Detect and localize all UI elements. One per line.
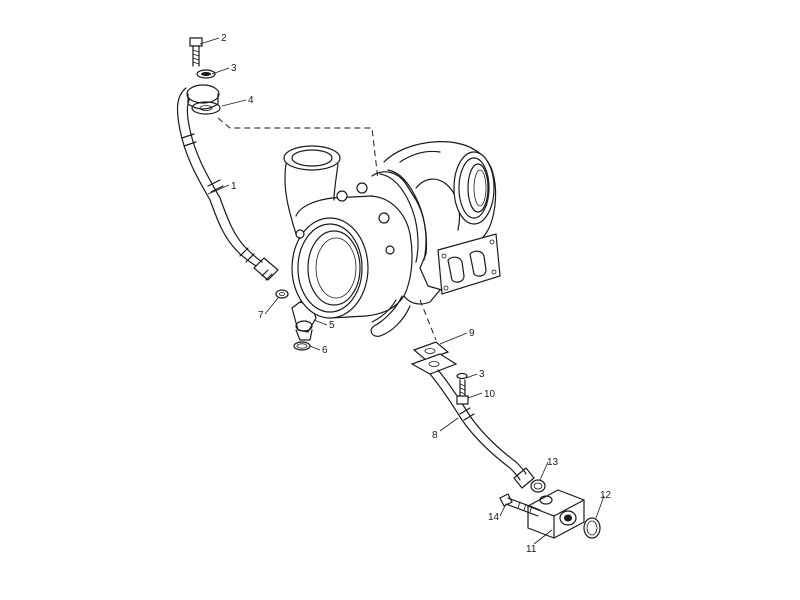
callout-9: 9 xyxy=(469,328,475,339)
callout-3-lower: 3 xyxy=(479,369,485,380)
callout-10: 10 xyxy=(484,389,496,400)
oil-supply-line xyxy=(176,87,279,281)
oring-13 xyxy=(530,479,546,493)
banjo-fitting xyxy=(186,84,221,115)
adapter-block xyxy=(527,489,585,539)
callout-12: 12 xyxy=(600,490,612,501)
banjo-bolt xyxy=(189,37,203,67)
callout-11: 11 xyxy=(526,544,537,555)
oring-6 xyxy=(293,341,311,351)
callout-2: 2 xyxy=(221,33,227,44)
seal-ring-12 xyxy=(583,517,601,539)
callout-13: 13 xyxy=(547,457,559,468)
leader-lines xyxy=(199,37,605,545)
callout-7: 7 xyxy=(258,310,264,321)
centerline-supply xyxy=(217,117,379,181)
callout-14: 14 xyxy=(488,512,500,523)
callout-6: 6 xyxy=(322,345,328,356)
fitting-7 xyxy=(275,289,289,299)
adapter-bolt xyxy=(499,493,541,517)
callout-1: 1 xyxy=(231,181,237,192)
callout-labels: 1 2 3 4 5 6 7 8 9 3 10 11 12 13 14 xyxy=(221,33,612,555)
washer-top xyxy=(196,69,216,79)
drain-flange-bolt xyxy=(456,372,469,405)
turbocharger-assembly xyxy=(283,141,501,337)
callout-8: 8 xyxy=(432,430,438,441)
oil-drain-line xyxy=(410,341,535,489)
callout-5: 5 xyxy=(329,320,335,331)
callout-3-top: 3 xyxy=(231,63,237,74)
callout-4: 4 xyxy=(248,95,254,106)
centerline-drain xyxy=(419,299,437,341)
